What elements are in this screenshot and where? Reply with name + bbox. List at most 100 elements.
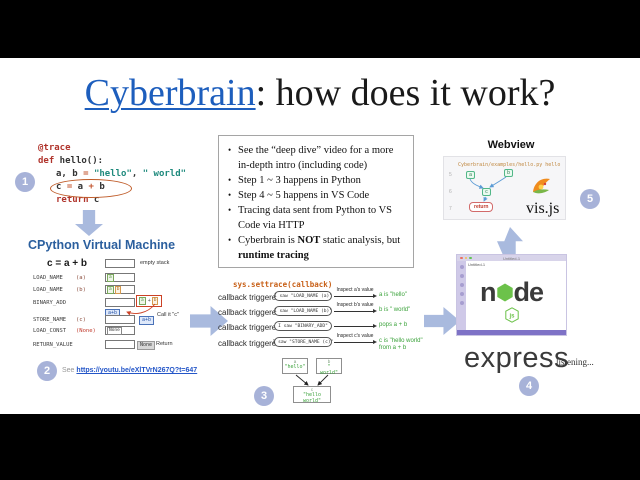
step-badge-5: 5 <box>580 189 600 209</box>
stack-box-5: None <box>105 326 135 335</box>
step-badge-3: 3 <box>254 386 274 406</box>
webview-heading: Webview <box>487 139 535 151</box>
graph-node-b[interactable]: b <box>504 169 513 177</box>
saw-box: I saw "BINARY_ADD" <box>274 321 332 331</box>
opcode-return-value: RETURN_VALUE <box>33 342 73 348</box>
notes-box: See the “deep dive” video for a more in-… <box>218 135 414 268</box>
letterbox-top <box>0 0 640 58</box>
window-title: Untitled-1 <box>502 255 521 261</box>
close-button[interactable] <box>460 256 463 260</box>
page-title: Cyberbrain: how does it work? <box>0 71 640 115</box>
stack-box-1: a <box>105 273 135 282</box>
title-suffix: : how does it work? <box>255 72 556 114</box>
graph-edges-icon <box>469 176 507 202</box>
call-it-c-note: Call it "c" <box>157 312 179 318</box>
letterbox-bottom <box>0 414 640 480</box>
opcode-store-name: STORE_NAME <box>33 317 67 323</box>
stack-box-3 <box>105 298 135 307</box>
video-link-row: See https://youtu.be/eXlTVrN267Q?t=647 <box>62 367 197 374</box>
minimize-button[interactable] <box>464 256 468 260</box>
step-badge-1: 1 <box>15 172 35 192</box>
cyberbrain-link[interactable]: Cyberbrain <box>84 72 256 114</box>
arrow-icon <box>334 294 377 298</box>
empty-stack-label: empty stack <box>140 260 170 266</box>
tree-arrows-icon <box>295 374 329 386</box>
opcode-binary-add: BINARY_ADD <box>33 300 67 306</box>
arrow-icon <box>334 309 377 313</box>
opcode-load-name-a: LOAD_NAME <box>33 275 63 281</box>
code-snippet: @trace def hello(): a, b = "hello", " wo… <box>38 142 186 207</box>
settrace-row: callback triggered I saw "STORE_NAME (c)… <box>218 333 423 351</box>
vm-heading: CPython Virtual Machine <box>28 238 176 252</box>
arrow-icon <box>334 340 377 344</box>
debug-icon[interactable] <box>459 292 464 296</box>
slide: Cyberbrain: how does it work? 1 @trace d… <box>0 58 640 414</box>
note-item: See the “deep dive” video for a more in-… <box>227 143 407 173</box>
red-curve-arrow-icon <box>126 303 156 316</box>
tree-node-c: c "hello world" <box>293 386 331 404</box>
step-badge-4: 4 <box>519 376 539 396</box>
nodejs-badge: js <box>504 307 519 323</box>
opcode-arg-none: (None) <box>76 328 96 334</box>
vscode-titlebar: Untitled-1 <box>457 255 566 261</box>
maximize-button[interactable] <box>469 256 472 260</box>
webview-panel: Cyberbrain/examples/hello.py hello 5 6 7… <box>443 156 566 220</box>
svg-text:js: js <box>508 314 515 320</box>
settrace-title: sys.settrace(callback) <box>233 280 333 289</box>
tree-node-a: a "hello" <box>282 358 308 374</box>
code-line-assign: a, b = "hello", " world" <box>56 169 187 179</box>
visjs-logo-icon <box>533 178 550 194</box>
node-hexagon-icon <box>496 283 513 302</box>
graph-node-a[interactable]: a <box>466 171 475 179</box>
bytecode-diagram: c = a + b empty stack LOAD_NAME (a) a LO… <box>33 258 179 350</box>
js-hexagon-icon: js <box>504 307 519 323</box>
note-item: Tracing data sent from Python to VS Code… <box>227 203 407 233</box>
return-note: Return <box>156 341 173 347</box>
popped-operands-box: a+b <box>136 295 163 307</box>
settrace-row: callback triggered I saw "LOAD_NAME (b)"… <box>218 302 411 317</box>
vm-expression: c = a + b <box>47 258 88 269</box>
vscode-window: Untitled-1 Untitled-1 n de js <box>456 254 567 336</box>
stack-box-empty <box>105 259 135 268</box>
note-item: Step 4 ~ 5 happens in VS Code <box>227 188 407 203</box>
editor-tab[interactable]: Untitled-1 <box>468 262 486 267</box>
vscode-activity-bar <box>457 261 466 332</box>
stack-box-6 <box>105 340 135 349</box>
step-badge-2: 2 <box>37 361 57 381</box>
extensions-icon[interactable] <box>459 301 464 305</box>
graph-node-return[interactable]: return <box>469 202 494 212</box>
arrow-icon <box>334 324 377 328</box>
note-item: Cyberbrain is NOT static analysis, but r… <box>227 233 407 263</box>
none-chip: None <box>137 341 156 350</box>
settrace-row: callback triggered I saw "LOAD_NAME (a)"… <box>218 287 407 302</box>
explorer-icon[interactable] <box>459 265 464 269</box>
saw-box: I saw "STORE_NAME (c)" <box>273 337 333 347</box>
webview-breadcrumb: Cyberbrain/examples/hello.py hello <box>458 162 561 168</box>
opcode-load-const: LOAD_CONST <box>33 328 67 334</box>
code-line-decorator: @trace <box>38 143 71 153</box>
tree-node-b: b " world" <box>316 358 342 376</box>
express-wordmark: express <box>464 342 570 374</box>
code-line-def: def hello(): <box>38 156 104 166</box>
stack-cell-a: a <box>107 273 114 282</box>
down-arrow-icon <box>75 210 103 236</box>
settrace-row: callback triggered I saw "BINARY_ADD" po… <box>218 321 408 332</box>
vscode-status-bar <box>457 330 566 335</box>
saw-box: I saw "LOAD_NAME (b)" <box>274 306 332 316</box>
search-icon[interactable] <box>459 274 464 278</box>
highlight-ellipse <box>50 179 132 198</box>
stack-cell-none: None <box>107 326 122 335</box>
source-control-icon[interactable] <box>459 283 464 287</box>
graph-node-c[interactable]: c <box>482 188 491 196</box>
settrace-diagram: sys.settrace(callback) callback triggere… <box>218 279 430 359</box>
saw-box: I saw "LOAD_NAME (a)" <box>274 291 332 301</box>
youtube-link[interactable]: https://youtu.be/eXlTVrN267Q?t=647 <box>76 367 198 374</box>
opcode-arg-a: (a) <box>76 275 86 281</box>
stack-cell-b: b <box>114 285 122 294</box>
visjs-wordmark: vis.js <box>526 200 560 217</box>
express-status: listening... <box>556 357 594 367</box>
opcode-arg-c: (c) <box>76 317 86 323</box>
nodejs-wordmark: n de <box>479 277 544 307</box>
stack-box-4 <box>105 315 135 324</box>
